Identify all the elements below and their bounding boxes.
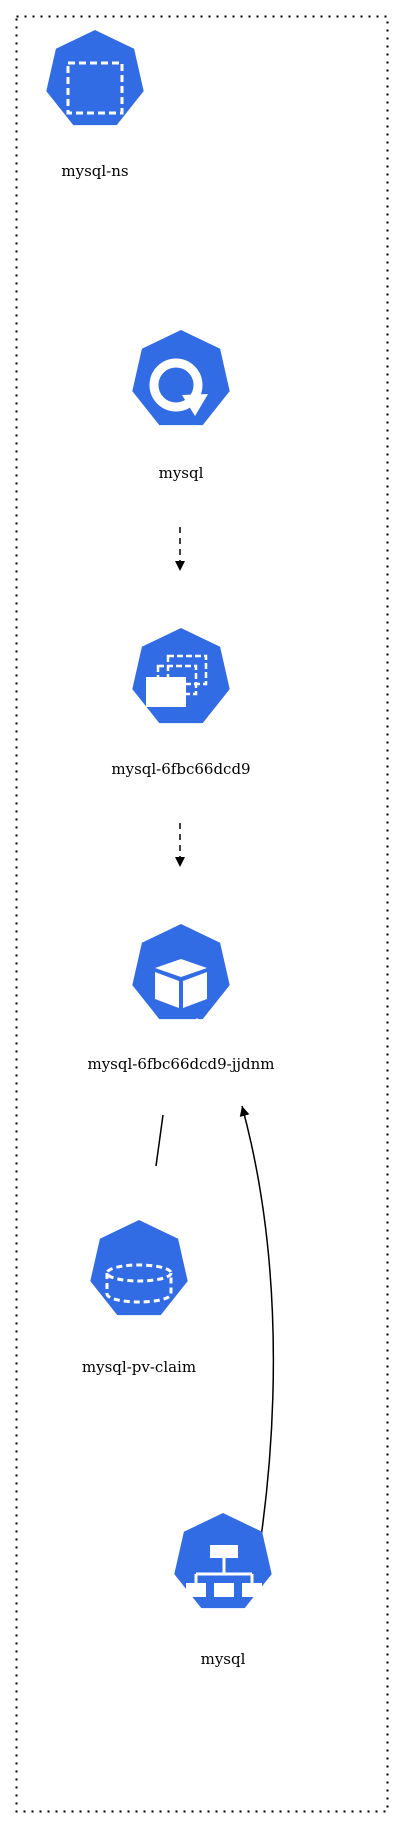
pod-icon (155, 959, 207, 1008)
pvc-heptagon (90, 1220, 188, 1316)
namespace-badge: ns (83, 119, 106, 143)
deploy-label: mysql (159, 464, 204, 482)
namespace-icon (66, 61, 124, 115)
svc-label: mysql (201, 1650, 246, 1668)
svc-badge: svc (206, 1605, 239, 1629)
rs-badge: rs (172, 720, 191, 744)
node-pvc[interactable]: pvc mysql-pv-claim (82, 1220, 196, 1376)
node-pod[interactable]: pod mysql-6fbc66dcd9-jjdnm (87, 924, 275, 1073)
edge-svc-to-pod (239, 1105, 275, 1589)
pvc-icon (105, 1263, 173, 1304)
pod-label: mysql-6fbc66dcd9-jjdnm (87, 1055, 274, 1073)
deploy-badge: deploy (147, 424, 214, 448)
pod-badge: pod (162, 1015, 200, 1039)
deployment-icon (149, 358, 208, 416)
rs-heptagon (132, 628, 230, 724)
node-svc[interactable]: svc mysql (174, 1513, 272, 1668)
edge-pvc-to-pod (155, 1114, 164, 1167)
service-icon (186, 1545, 262, 1597)
namespace-heptagon (46, 30, 144, 126)
node-deploy[interactable]: deploy mysql (132, 330, 230, 482)
pvc-label: mysql-pv-claim (82, 1358, 196, 1376)
namespace-boundary (15, 15, 389, 1813)
namespace-label: mysql-ns (61, 162, 128, 180)
node-namespace[interactable]: ns mysql-ns (46, 30, 144, 180)
node-rs[interactable]: rs mysql-6fbc66dcd9 (111, 628, 251, 778)
replicaset-icon (146, 654, 208, 707)
rs-label: mysql-6fbc66dcd9 (111, 760, 250, 778)
pvc-badge: pvc (121, 1316, 157, 1340)
